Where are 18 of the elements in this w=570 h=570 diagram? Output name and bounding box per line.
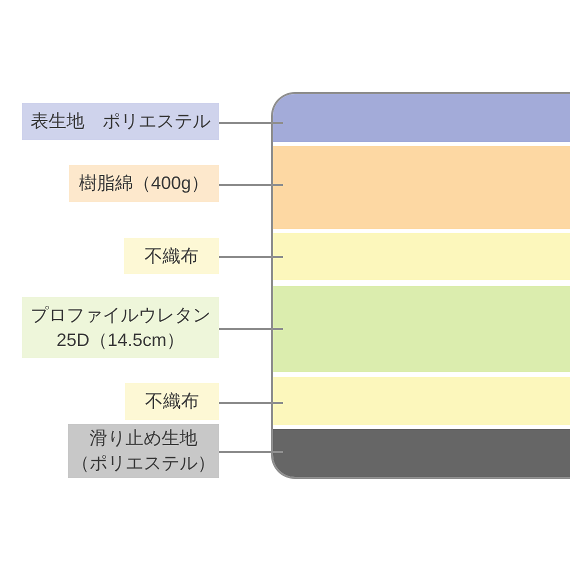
callout-label: 表生地 ポリエステル <box>22 103 219 140</box>
mattress-layer <box>273 94 570 142</box>
mattress-layer <box>273 377 570 425</box>
leader-line <box>219 328 283 330</box>
callout-label: 樹脂綿（400g） <box>69 165 219 202</box>
callout-label: 不織布 <box>125 383 219 420</box>
mattress-layer <box>273 286 570 372</box>
mattress-layer <box>273 429 570 477</box>
mattress-layer <box>273 233 570 280</box>
leader-line <box>219 451 283 453</box>
callout-label: 不織布 <box>124 238 219 274</box>
leader-line <box>219 402 283 404</box>
leader-line <box>219 122 283 124</box>
callout-label: 滑り止め生地（ポリエステル） <box>68 424 219 478</box>
leader-line <box>219 256 283 258</box>
mattress-layer <box>273 146 570 229</box>
callout-label: プロファイルウレタン25D（14.5cm） <box>22 297 219 358</box>
leader-line <box>219 184 283 186</box>
